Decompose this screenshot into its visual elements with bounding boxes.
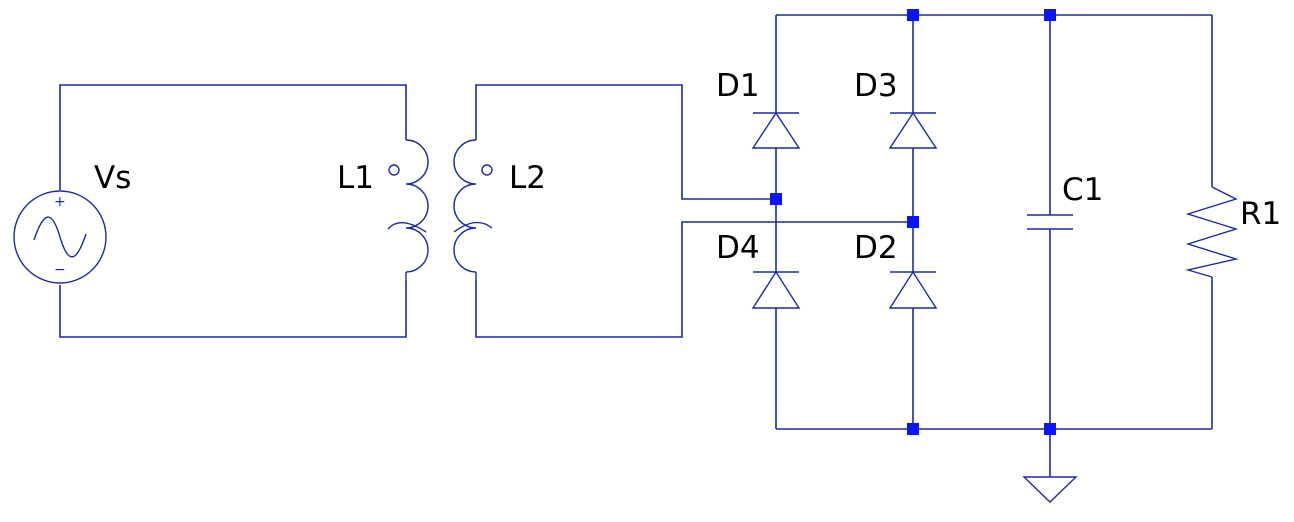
junction-d1-d4 (770, 193, 782, 205)
diode-d3 (888, 111, 938, 149)
junction-bottom-d2 (907, 423, 919, 435)
diode-d1 (751, 111, 801, 149)
junction-top-d3 (907, 9, 919, 21)
bridge-rails (775, 14, 1213, 477)
source-plus-sign: + (54, 194, 66, 210)
diode-d4 (751, 270, 801, 309)
voltage-source: + − (13, 190, 107, 284)
inductor-l1 (387, 139, 429, 280)
d1-label: D1 (716, 68, 760, 104)
junction-dots (770, 9, 1056, 435)
source-minus-sign: − (54, 262, 66, 278)
r1-label: R1 (1240, 196, 1281, 232)
d4-label: D4 (716, 230, 760, 266)
l2-label: L2 (509, 160, 546, 196)
capacitor-c1 (1027, 214, 1073, 230)
ground-symbol (1022, 476, 1078, 503)
l1-label: L1 (337, 160, 374, 196)
junction-d3-d2 (907, 216, 919, 228)
sine-wave-icon (33, 216, 87, 258)
junction-bottom-c1 (1044, 423, 1056, 435)
d2-label: D2 (854, 230, 898, 266)
l1-polarity-dot (388, 164, 400, 176)
diode-d2 (888, 270, 938, 309)
source-label: Vs (94, 160, 131, 196)
l2-polarity-dot (481, 164, 493, 176)
inductor-l2 (453, 139, 493, 280)
resistor-r1 (1185, 186, 1239, 278)
d3-label: D3 (854, 68, 898, 104)
secondary-wires (475, 84, 913, 338)
primary-loop-wires (59, 84, 407, 338)
c1-label: C1 (1062, 172, 1103, 208)
junction-top-c1 (1044, 9, 1056, 21)
source-circle (13, 190, 107, 284)
